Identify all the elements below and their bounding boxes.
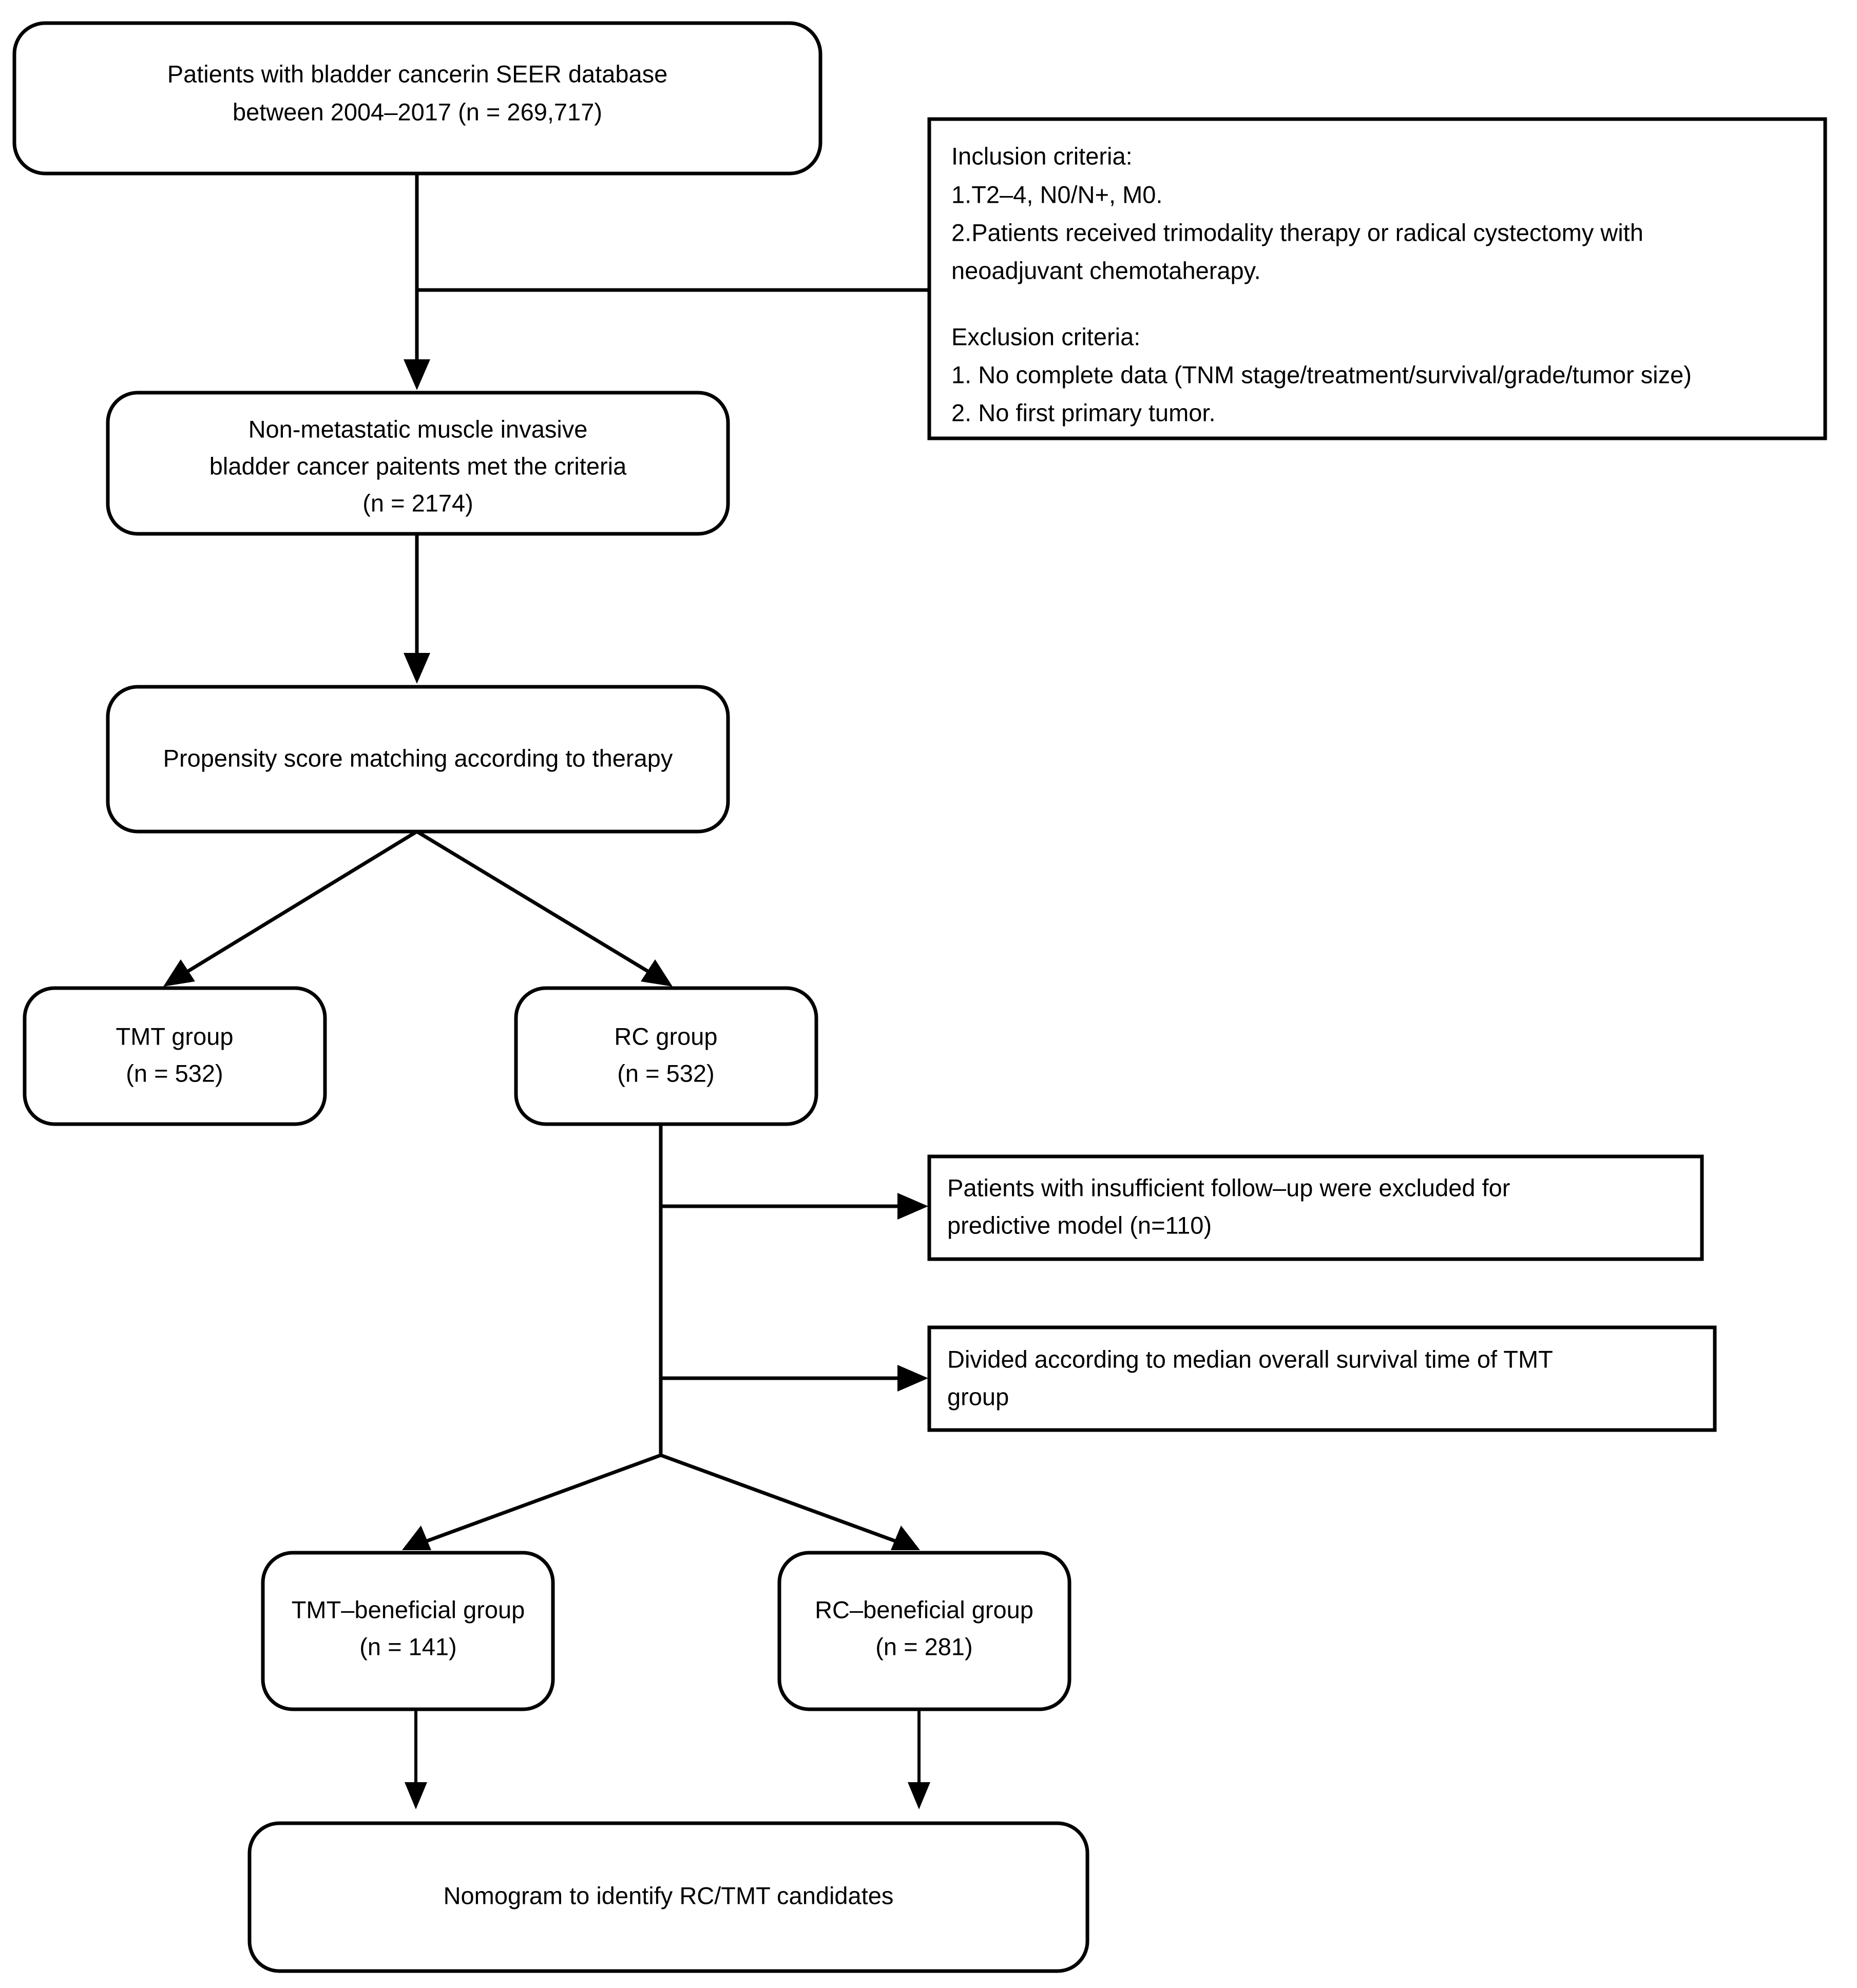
- arrowhead-divided-median: [897, 1365, 928, 1392]
- node-criteria-line-8: 2. No first primary tumor.: [951, 399, 1216, 426]
- connector-rc-to-tmt-beneficial: [415, 1453, 662, 1547]
- node-criteria-line-2: 1.T2–4, N0/N+, M0.: [951, 181, 1162, 208]
- connector-psm-to-rc: [416, 830, 660, 979]
- node-divided-median-os-line-1: Divided according to median overall surv…: [947, 1345, 1553, 1373]
- node-divided-median-os[interactable]: Divided according to median overall surv…: [927, 1325, 1717, 1432]
- connector-layer: [163, 173, 930, 1809]
- node-tmt-group-line-1: TMT group: [116, 1022, 234, 1050]
- node-eligible-cohort-shape: [106, 391, 730, 536]
- node-psm[interactable]: Propensity score matching according to t…: [106, 685, 730, 834]
- node-criteria-line-1: Inclusion criteria:: [951, 142, 1133, 169]
- node-rc-beneficial-line-2: (n = 281): [875, 1633, 972, 1660]
- connector-psm-to-tmt: [176, 830, 418, 979]
- arrowhead-tmt-beneficial: [402, 1526, 431, 1550]
- node-psm-shape: [106, 685, 730, 834]
- arrowhead-excluded-followup: [897, 1193, 928, 1220]
- arrowhead-rc-beneficial: [891, 1526, 920, 1550]
- node-tmt-beneficial[interactable]: TMT–beneficial group (n = 141): [261, 1551, 555, 1711]
- node-criteria-shape: [927, 117, 1827, 440]
- node-psm-line-1: Propensity score matching according to t…: [163, 744, 673, 771]
- node-rc-beneficial[interactable]: RC–beneficial group (n = 281): [777, 1551, 1071, 1711]
- node-eligible-cohort-line-3: (n = 2174): [362, 489, 473, 516]
- node-criteria-line-6: Exclusion criteria:: [951, 323, 1140, 350]
- node-rc-group-line-1: RC group: [614, 1022, 717, 1050]
- arrowhead-tmt: [163, 959, 195, 987]
- node-source-cohort-line-1: Patients with bladder cancerin SEER data…: [167, 60, 668, 87]
- arrowhead-nomogram-left: [405, 1782, 427, 1809]
- node-eligible-cohort-line-2: bladder cancer paitents met the criteria: [209, 452, 627, 479]
- node-rc-group-shape: [514, 986, 818, 1126]
- node-source-cohort-shape: [12, 21, 822, 176]
- node-eligible-cohort-line-1: Non-metastatic muscle invasive: [248, 415, 588, 442]
- node-tmt-beneficial-line-2: (n = 141): [359, 1633, 456, 1660]
- node-tmt-group-shape: [23, 986, 327, 1126]
- node-nomogram-line-1: Nomogram to identify RC/TMT candidates: [444, 1882, 894, 1909]
- arrowhead-eligible: [404, 359, 430, 390]
- node-criteria-line-3: 2.Patients received trimodality therapy …: [951, 219, 1643, 246]
- node-source-cohort[interactable]: Patients with bladder cancerin SEER data…: [12, 21, 822, 176]
- node-rc-beneficial-line-1: RC–beneficial group: [815, 1596, 1033, 1623]
- node-tmt-group[interactable]: TMT group (n = 532): [23, 986, 327, 1126]
- arrowhead-rc: [641, 959, 673, 987]
- node-tmt-beneficial-line-1: TMT–beneficial group: [292, 1596, 525, 1623]
- node-divided-median-os-line-2: group: [947, 1383, 1009, 1410]
- node-tmt-group-line-2: (n = 532): [126, 1059, 223, 1087]
- node-criteria-line-7: 1. No complete data (TNM stage/treatment…: [951, 361, 1692, 388]
- node-tmt-beneficial-shape: [261, 1551, 555, 1711]
- node-eligible-cohort[interactable]: Non-metastatic muscle invasive bladder c…: [106, 391, 730, 536]
- node-rc-group-line-2: (n = 532): [617, 1059, 714, 1087]
- node-criteria[interactable]: Inclusion criteria: 1.T2–4, N0/N+, M0. 2…: [927, 117, 1827, 440]
- node-source-cohort-line-2: between 2004–2017 (n = 269,717): [233, 98, 602, 125]
- node-nomogram-shape: [247, 1821, 1089, 1973]
- node-excluded-followup-shape: [927, 1154, 1704, 1261]
- node-divided-median-os-shape: [927, 1325, 1717, 1432]
- arrowhead-psm: [404, 653, 430, 684]
- node-excluded-followup-line-2: predictive model (n=110): [947, 1211, 1212, 1239]
- node-excluded-followup-line-1: Patients with insufficient follow–up wer…: [947, 1174, 1510, 1201]
- arrowhead-nomogram-right: [908, 1782, 930, 1809]
- node-rc-beneficial-shape: [777, 1551, 1071, 1711]
- node-rc-group[interactable]: RC group (n = 532): [514, 986, 818, 1126]
- node-nomogram[interactable]: Nomogram to identify RC/TMT candidates: [247, 1821, 1089, 1973]
- connector-rc-to-rc-beneficial: [660, 1453, 907, 1547]
- node-excluded-followup[interactable]: Patients with insufficient follow–up wer…: [927, 1154, 1704, 1261]
- node-criteria-line-4: neoadjuvant chemotaherapy.: [951, 257, 1261, 284]
